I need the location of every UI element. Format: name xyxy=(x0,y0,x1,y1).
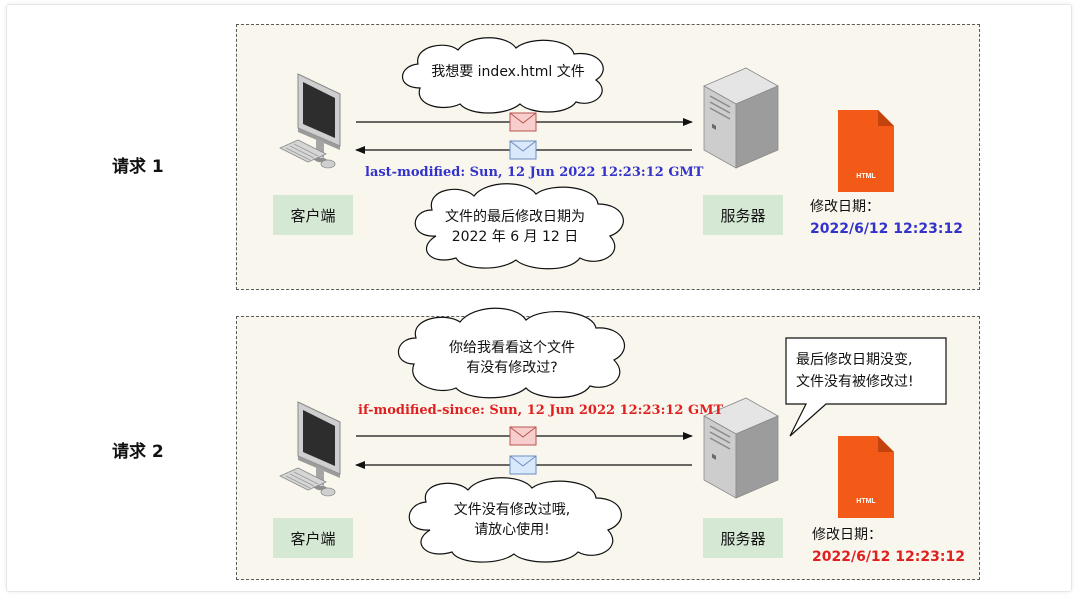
cloud-line: 文件的最后修改日期为 xyxy=(445,209,585,225)
request2-cloud-top xyxy=(397,307,626,399)
client-node: 客户端 xyxy=(273,195,353,235)
request1-cloud-top xyxy=(402,37,604,114)
request2-cloud-top-text: 你给我看看这个文件 有没有修改过? xyxy=(424,338,600,378)
request1-cloud-bottom-text: 文件的最后修改日期为 2022 年 6 月 12 日 xyxy=(430,207,600,247)
html-file-label: HTML xyxy=(856,173,876,180)
client-computer-icon xyxy=(279,73,341,169)
request1-cloud-bottom xyxy=(414,183,624,270)
callout-line: 文件没有被修改过! xyxy=(796,374,914,390)
request-envelope-icon xyxy=(509,112,537,132)
request2-label: 请求 2 xyxy=(112,442,164,462)
server-icon xyxy=(703,67,779,169)
response-envelope-icon xyxy=(509,455,537,475)
request2-cloud-bottom xyxy=(408,477,622,563)
if-modified-since-header: if-modified-since: Sun, 12 Jun 2022 12:2… xyxy=(358,403,724,418)
modified-date: 2022/6/12 12:23:12 xyxy=(812,549,965,565)
request2-cloud-bottom-text: 文件没有修改过哦, 请放心使用! xyxy=(428,500,596,540)
modified-label: 修改日期： xyxy=(810,199,880,215)
request1-cloud-top-text: 我想要 index.html 文件 xyxy=(431,64,585,80)
request1-modified-note: 修改日期： 2022/6/12 12:23:12 xyxy=(810,196,963,240)
modified-label: 修改日期： xyxy=(812,527,882,543)
cloud-line: 你给我看看这个文件 xyxy=(449,340,575,356)
cloud-line: 2022 年 6 月 12 日 xyxy=(451,229,579,245)
server-callout-text: 最后修改日期没变, 文件没有被修改过! xyxy=(796,349,914,393)
client-node: 客户端 xyxy=(273,518,353,558)
client-computer-icon xyxy=(279,401,341,497)
cloud-line: 有没有修改过? xyxy=(466,360,558,376)
server-callout xyxy=(785,337,947,437)
modified-date: 2022/6/12 12:23:12 xyxy=(810,221,963,237)
callout-line: 最后修改日期没变, xyxy=(796,352,913,368)
cloud-line: 请放心使用! xyxy=(474,522,550,538)
last-modified-header: last-modified: Sun, 12 Jun 2022 12:23:12… xyxy=(365,165,704,180)
request1-label: 请求 1 xyxy=(112,157,164,177)
outer-frame xyxy=(6,4,1072,592)
html-file-label: HTML xyxy=(856,498,876,505)
html-file-icon xyxy=(838,436,894,518)
server-node: 服务器 xyxy=(703,518,783,558)
cloud-line: 文件没有修改过哦, xyxy=(453,502,571,518)
response-envelope-icon xyxy=(509,140,537,160)
request2-modified-note: 修改日期： 2022/6/12 12:23:12 xyxy=(812,524,965,568)
server-node: 服务器 xyxy=(703,195,783,235)
request-envelope-icon xyxy=(509,426,537,446)
